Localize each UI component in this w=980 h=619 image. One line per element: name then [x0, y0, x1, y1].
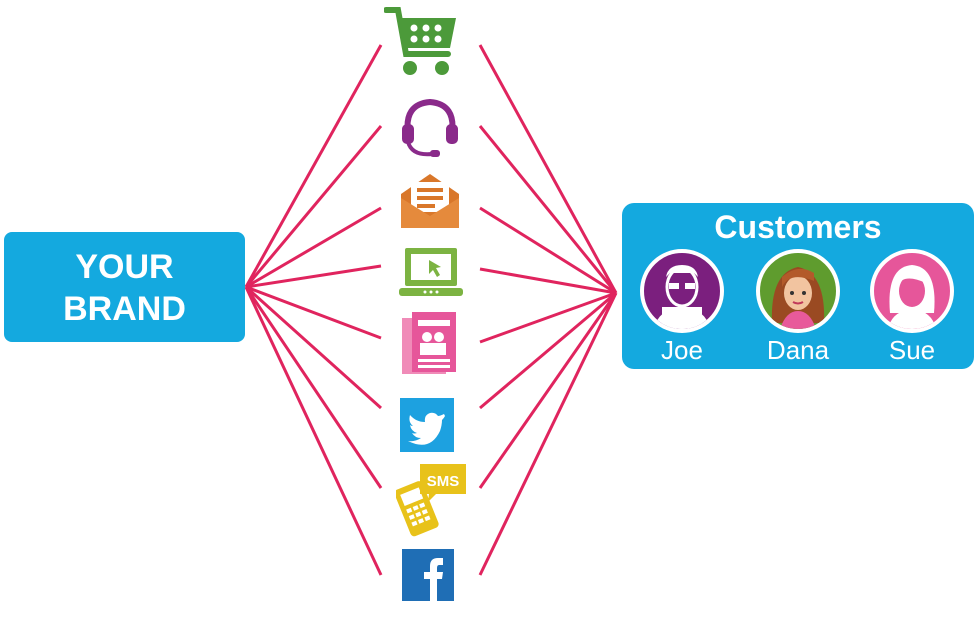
headset-icon: [398, 98, 462, 158]
customer-sue: Sue: [866, 249, 958, 366]
customer-connector-line-7: [478, 292, 618, 489]
customer-connector-line-8: [478, 292, 618, 576]
brand-line-2: BRAND: [63, 290, 186, 328]
brand-connector-line-8: [244, 286, 383, 576]
customer-name-sue: Sue: [888, 335, 936, 365]
sms-phone-icon: SMS: [396, 462, 468, 538]
facebook-icon: [402, 549, 454, 601]
customers-title: Customers: [714, 209, 882, 245]
customer-connector-line-3: [479, 206, 617, 295]
brand-connector-line-7: [244, 286, 383, 489]
email-envelope-icon: [399, 170, 461, 230]
brand-connector-line-1: [244, 44, 383, 288]
brand-connector-line-4: [245, 264, 382, 289]
customer-connector-line-1: [478, 44, 618, 294]
customer-name-dana: Dana: [766, 335, 830, 365]
customer-connector-line-4: [479, 267, 617, 295]
customer-dana: Dana: [752, 249, 844, 366]
customer-connector-line-2: [478, 125, 618, 294]
brand-connector-line-2: [244, 125, 383, 288]
customer-connector-line-6: [479, 291, 617, 410]
brand-connector-line-6: [244, 285, 383, 410]
brand-line-1: YOUR: [75, 248, 174, 286]
brand-connector-line-5: [245, 285, 382, 340]
laptop-icon: [399, 246, 463, 298]
newspaper-icon: [400, 310, 460, 378]
brand-connector-line-3: [245, 206, 382, 289]
customer-connector-line-5: [479, 291, 617, 344]
male-avatar-icon: [640, 249, 724, 333]
brand-box: YOUR BRAND: [4, 232, 245, 342]
customers-box: Customers Joe Da: [622, 203, 974, 369]
customer-joe: Joe: [636, 249, 728, 366]
shopping-cart-icon: [384, 4, 458, 80]
sms-label: SMS: [427, 473, 460, 490]
customer-name-joe: Joe: [661, 335, 703, 365]
female-avatar-icon: [870, 249, 954, 333]
twitter-icon: [400, 398, 454, 452]
female-illustrated-avatar-icon: [756, 249, 840, 333]
